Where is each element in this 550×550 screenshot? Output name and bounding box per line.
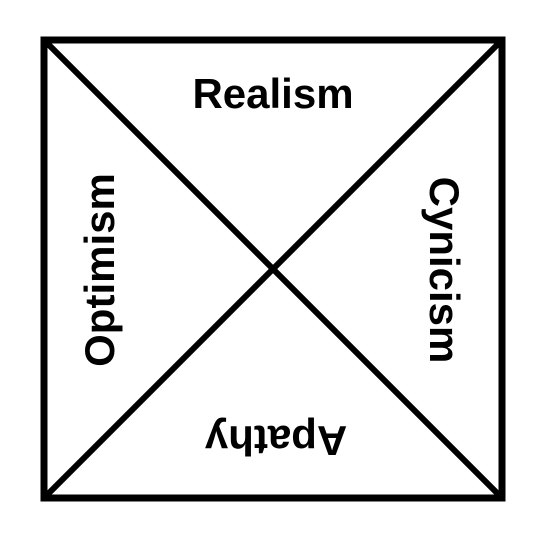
label-top: Realism (192, 70, 353, 117)
diagonal-top-right-to-bottom-left (41, 37, 505, 501)
label-left: Optimism (76, 173, 123, 367)
label-right: Cynicism (421, 177, 468, 364)
outer-square (40, 36, 506, 502)
label-bottom: Apathy (204, 417, 347, 464)
